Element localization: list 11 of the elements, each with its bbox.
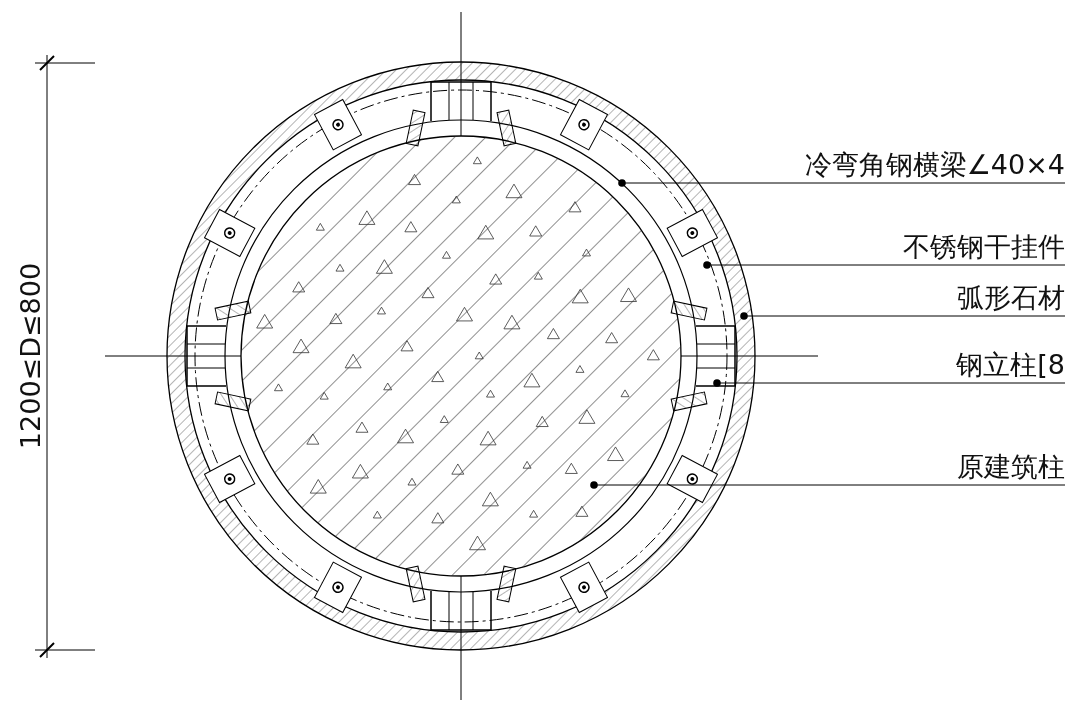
callout-text: 钢立柱[8 — [956, 349, 1065, 381]
callout-text: 原建筑柱 — [957, 451, 1065, 483]
leader-line — [740, 312, 1066, 320]
callout-text: 冷弯角钢横梁∠40×4 — [804, 149, 1065, 181]
dimension-text: 1200≤D≤800 — [15, 262, 47, 450]
leader-line — [713, 379, 1066, 387]
callout-text: 不锈钢干挂件 — [903, 231, 1065, 263]
callout-text: 弧形石材 — [957, 282, 1065, 314]
leader-line — [590, 481, 1066, 489]
leader-line — [618, 179, 1066, 187]
leader-line — [703, 261, 1066, 269]
